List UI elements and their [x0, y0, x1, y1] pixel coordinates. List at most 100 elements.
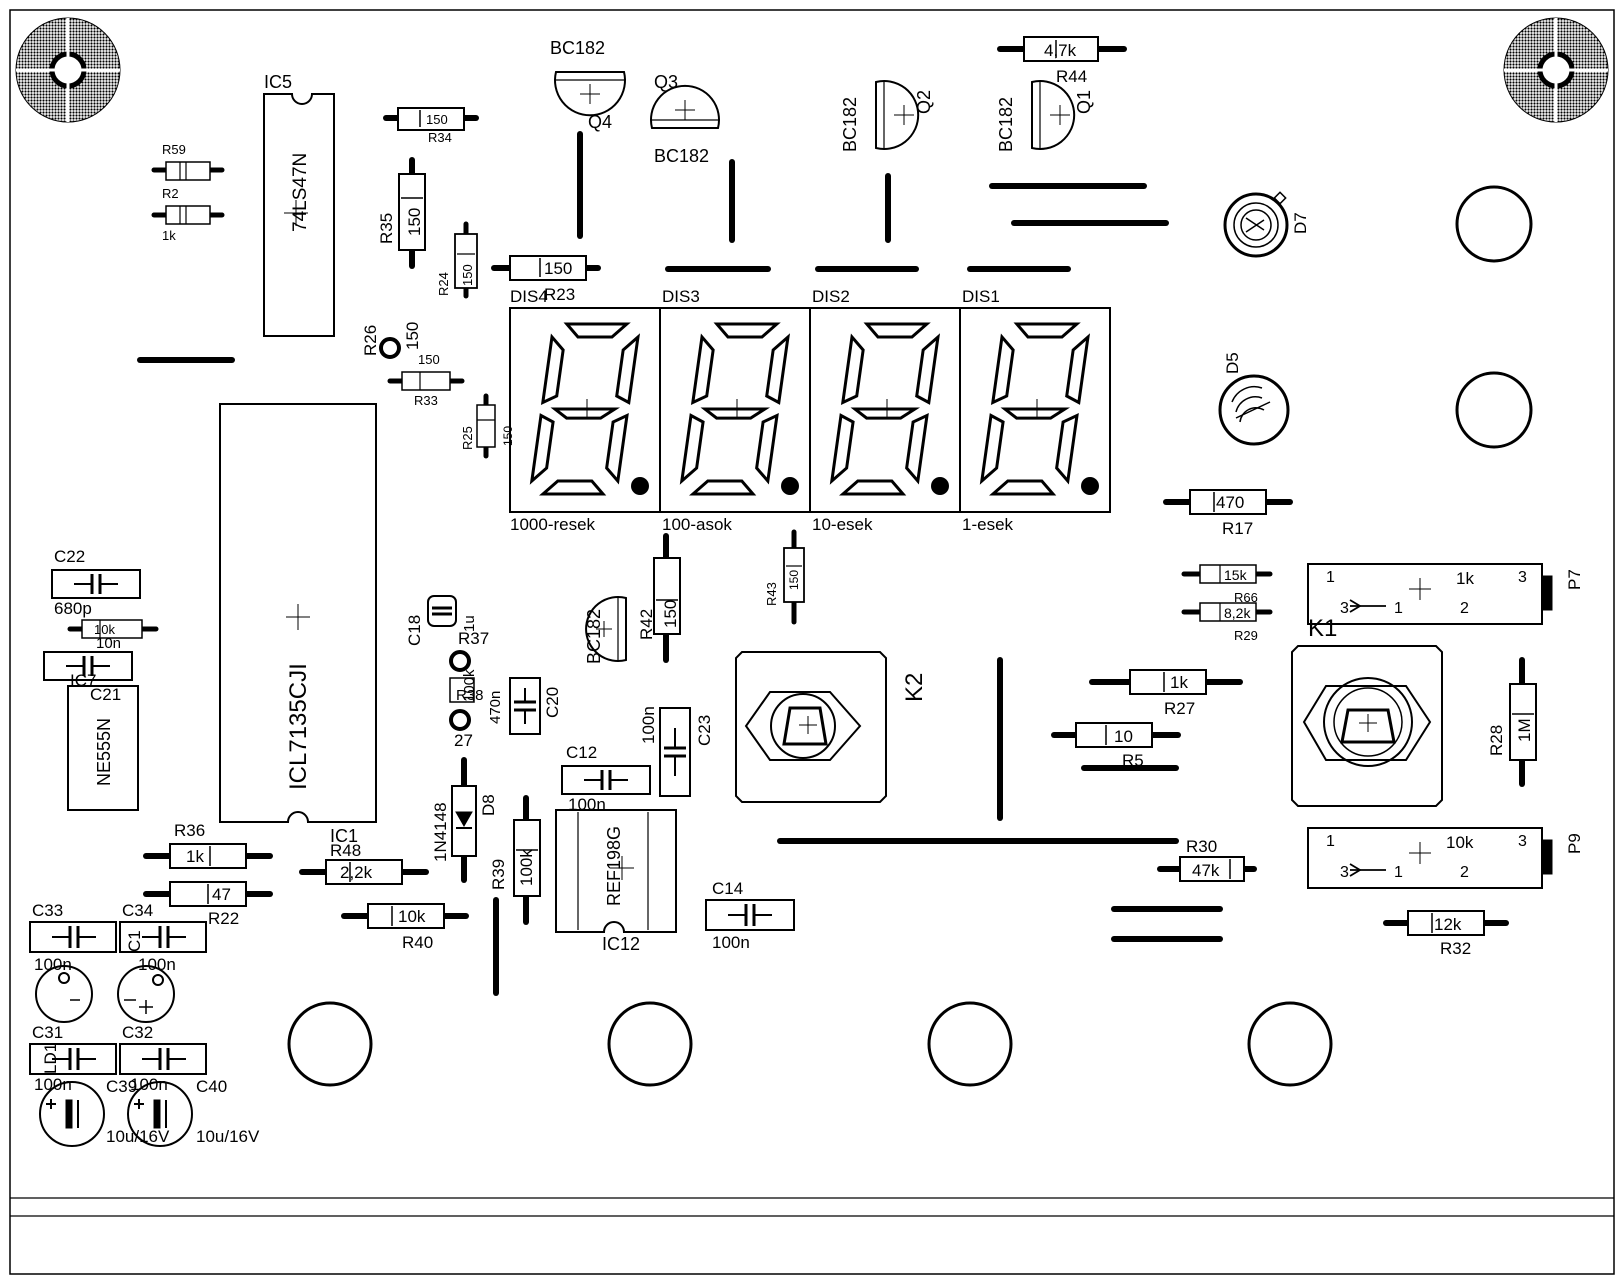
transistor-q2: [875, 80, 920, 150]
label-d8-part: 1N4148: [431, 802, 450, 862]
pad-r38: [449, 709, 471, 731]
ic7-outline: [67, 685, 139, 811]
label-r22: R22: [208, 909, 239, 928]
label-r44-val: 4,7k: [1044, 41, 1077, 60]
led-ld2: [117, 965, 175, 1023]
segment-a: [1013, 322, 1081, 339]
label-r66: R66: [1234, 590, 1258, 605]
round-pad-bottom-3: [927, 1001, 1013, 1087]
seven-segment-digit-2: [679, 322, 799, 496]
segment-b: [765, 333, 791, 405]
label-c40-val: 10u/16V: [196, 1127, 260, 1146]
label-p7-pin1: 1: [1326, 569, 1335, 586]
segment-a: [863, 322, 931, 339]
round-pad-bottom-2: [607, 1001, 693, 1087]
transistors: [554, 71, 1076, 662]
label-r22-val: 47: [212, 885, 231, 904]
label-r29-val: 8,2k: [1224, 605, 1251, 621]
label-dis2: DIS2: [812, 287, 850, 306]
led-d5: [1218, 374, 1290, 446]
transistor-q3: [650, 84, 720, 129]
trimmer-p7: [1307, 563, 1553, 625]
label-r34-val: 150: [426, 112, 448, 127]
label-k1: K1: [1308, 615, 1337, 642]
decimal-point: [781, 477, 799, 495]
segment-c: [755, 412, 779, 485]
label-r44: R44: [1056, 67, 1087, 86]
label-c20-val: 470n: [487, 691, 504, 724]
label-ic7: IC7: [70, 671, 96, 690]
resistor-r27: [1089, 669, 1243, 695]
label-r33: R33: [414, 393, 438, 408]
label-c21: C21: [90, 685, 121, 704]
transistor-bc182-lower: [585, 596, 627, 662]
cap-c21: [43, 651, 133, 681]
cap-c18: [427, 595, 457, 627]
label-dig2: 10-esek: [812, 515, 873, 534]
label-ic1-part: ICL7135CJI: [285, 663, 312, 790]
center-mark: [1027, 399, 1047, 419]
label-r32: R32: [1440, 939, 1471, 958]
resistor-r29: [1181, 602, 1273, 622]
label-p7-val: 1k: [1456, 569, 1474, 588]
label-r40-val: 10k: [398, 907, 426, 926]
center-mark: [727, 399, 747, 419]
label-r36-val: 1k: [186, 847, 204, 866]
label-r35: R35: [377, 213, 396, 244]
label-bc182-q2: BC182: [840, 97, 860, 152]
label-p9-w2: 2: [1460, 864, 1469, 881]
resistor-r32: [1383, 910, 1509, 936]
ic5-outline: [263, 93, 335, 337]
segment-g: [550, 407, 621, 420]
label-ic1: IC1: [330, 826, 358, 846]
seven-segment-display: [509, 307, 1111, 513]
label-r66-val: 15k: [1224, 567, 1248, 583]
label-r30-val: 47k: [1192, 861, 1220, 880]
label-p9-w3: 3: [1340, 864, 1349, 881]
label-c33: C33: [32, 901, 63, 920]
round-pad-right-top: [1455, 185, 1533, 263]
label-r27: R27: [1164, 699, 1195, 718]
label-q3: Q3: [654, 72, 678, 92]
label-ic5-part: 74LS47N: [290, 153, 311, 232]
ic1-outline: [219, 403, 377, 823]
label-p7-w3: 3: [1340, 600, 1349, 617]
resistor-r10k-left: [67, 619, 159, 639]
seven-segment-digit-1: [529, 322, 649, 496]
segment-g: [850, 407, 921, 420]
label-p9: P9: [1565, 833, 1584, 854]
label-c23-val: 100n: [639, 706, 658, 744]
label-r17-val: 470: [1216, 493, 1244, 512]
resistor-r17: [1163, 489, 1293, 515]
label-p7: P7: [1565, 569, 1584, 590]
label-c34-val: 100n: [138, 955, 176, 974]
label-r43: R43: [764, 582, 779, 606]
label-p9-val: 10k: [1446, 833, 1474, 852]
label-r24-val: 150: [460, 264, 475, 286]
label-bc182-q3: BC182: [654, 146, 709, 166]
cap-c32: [119, 1043, 207, 1075]
label-r37: R37: [458, 629, 489, 648]
cap-c33: [29, 921, 117, 953]
cap-c31: [29, 1043, 117, 1075]
resistor-r2: [151, 205, 225, 225]
label-q4: Q4: [588, 112, 612, 132]
resistor-r22: [143, 881, 273, 907]
resistor-r39: [513, 795, 541, 925]
label-ld1: LD1: [41, 1043, 60, 1074]
label-r34: R34: [428, 130, 452, 145]
cap-c22: [51, 569, 141, 599]
label-p9-pin1: 1: [1326, 833, 1335, 850]
label-r24: R24: [436, 272, 451, 296]
resistor-r34: [383, 107, 479, 131]
label-d5: D5: [1223, 352, 1242, 374]
label-c34: C34: [122, 901, 153, 920]
label-dig3: 100-asok: [662, 515, 732, 534]
label-q2: Q2: [914, 90, 934, 114]
segment-d: [989, 479, 1057, 496]
seven-segment-digit-4: [979, 322, 1099, 496]
segment-a: [563, 322, 631, 339]
resistor-r28: [1509, 657, 1537, 787]
label-r2: R2: [162, 186, 179, 201]
